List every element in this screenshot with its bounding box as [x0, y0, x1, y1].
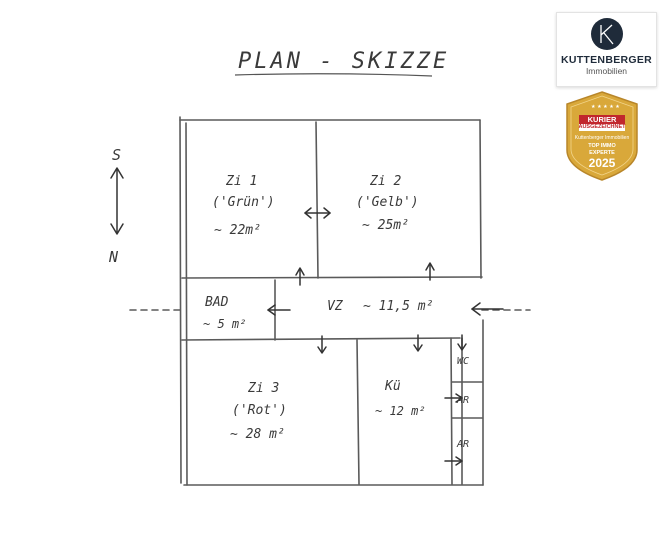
room-vz-area: ~ 11,5 m² [363, 299, 433, 314]
door-arrow-ar2-icon [444, 456, 463, 466]
badge-line2: Kuttenberger Immobilien [574, 135, 630, 141]
compass-arrow-icon [110, 167, 124, 235]
room-zi2-area: ~ 25m² [362, 218, 409, 233]
compass-north-label: N [108, 248, 119, 266]
room-zi1-area: ~ 22m² [214, 223, 261, 238]
door-arrow-wc-icon [457, 334, 467, 351]
room-bad: BAD ~ 5 m² [203, 295, 246, 331]
title-underline [234, 73, 433, 77]
door-arrow-down-zi3-icon [317, 335, 327, 354]
entrance-arrow-icon [471, 302, 504, 316]
door-arrow-ar1-icon [444, 393, 463, 403]
logo-subtitle: Immobilien [585, 66, 628, 76]
award-badge: ★ ★ ★ ★ ★ KURIER AUSGEZEICHNET Kuttenber… [563, 90, 641, 182]
room-ar2-name: AR [456, 439, 469, 450]
door-arrow-up-zi1-icon [295, 267, 305, 286]
logo-name: KUTTENBERGER [560, 54, 653, 66]
room-vz-name: VZ [327, 299, 344, 314]
room-ku: Kü ~ 12 m² [375, 379, 426, 418]
badge-line4: EXPERTE [589, 150, 615, 156]
room-bad-area: ~ 5 m² [203, 317, 246, 331]
door-arrow-down-ku-icon [413, 334, 423, 352]
room-zi3: Zi 3 ('Rot') ~ 28 m² [230, 381, 287, 442]
door-arrow-zi1-zi2-icon [304, 207, 331, 219]
company-logo: KUTTENBERGER Immobilien [556, 12, 657, 87]
outer-walls [129, 116, 531, 486]
room-bad-name: BAD [205, 295, 229, 310]
compass-south-label: S [112, 146, 121, 164]
badge-line1: AUSGEZEICHNET [578, 124, 626, 130]
door-arrow-up-zi2-icon [425, 262, 435, 281]
badge-brand: KURIER [587, 115, 617, 124]
room-zi3-color: ('Rot') [232, 403, 287, 418]
logo-mark-icon [590, 18, 623, 50]
room-zi2-color: ('Gelb') [356, 195, 419, 210]
room-zi2-name: Zi 2 [369, 174, 401, 189]
room-zi3-area: ~ 28 m² [230, 427, 285, 442]
award-badge-shape-icon: ★ ★ ★ ★ ★ [566, 91, 638, 181]
door-arrow-bad-icon [267, 304, 291, 316]
room-zi1-name: Zi 1 [225, 174, 257, 189]
room-ku-name: Kü [384, 379, 401, 394]
badge-line3: TOP IMMO [588, 143, 616, 149]
room-ar1-name: AR [456, 395, 469, 406]
svg-text:★ ★ ★ ★ ★: ★ ★ ★ ★ ★ [591, 104, 620, 110]
room-zi1-color: ('Grün') [212, 195, 275, 210]
room-wc-name: WC [457, 356, 469, 367]
plan-title: PLAN - SKIZZE [238, 49, 449, 74]
room-zi1: Zi 1 ('Grün') ~ 22m² [212, 174, 275, 238]
badge-year: 2025 [588, 156, 616, 170]
room-vz: VZ ~ 11,5 m² [327, 299, 433, 314]
room-zi2: Zi 2 ('Gelb') ~ 25m² [356, 174, 419, 233]
room-ku-area: ~ 12 m² [375, 404, 426, 418]
room-zi3-name: Zi 3 [247, 381, 279, 396]
